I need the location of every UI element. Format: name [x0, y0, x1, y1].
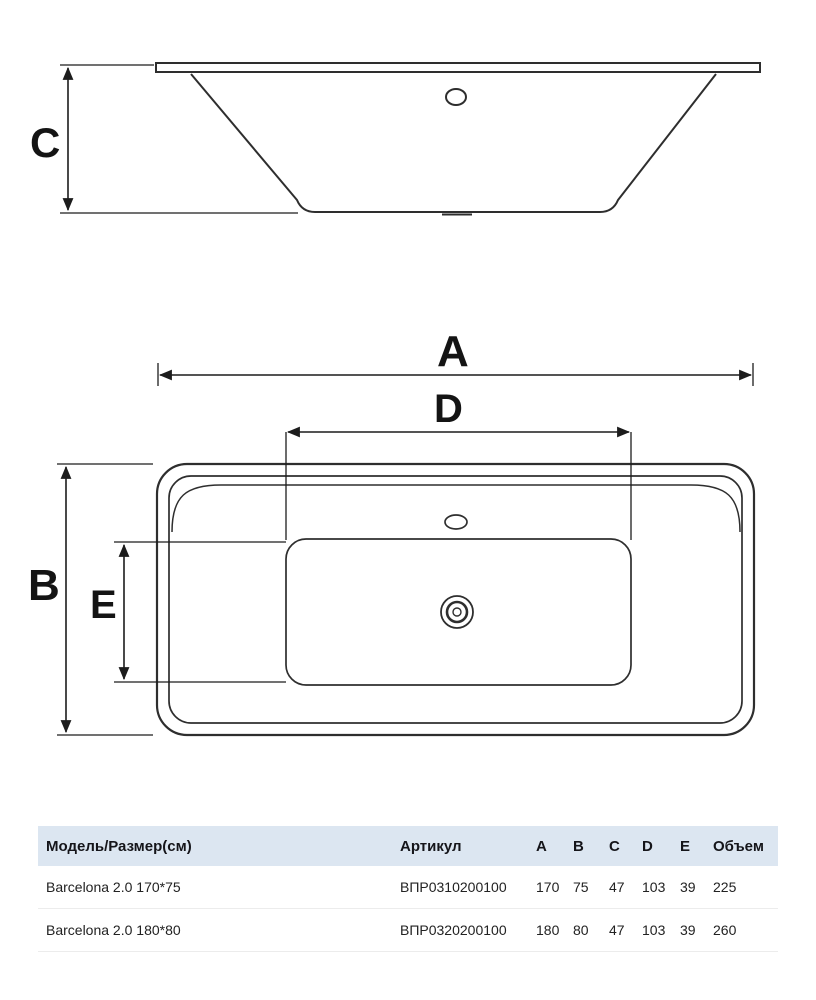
cell-b: 75 — [573, 879, 589, 895]
top-overflow-hole — [444, 514, 468, 530]
drain-center — [452, 607, 462, 617]
top-outer-edge — [155, 462, 756, 737]
cell-e: 39 — [680, 922, 696, 938]
cell-c: 47 — [609, 879, 625, 895]
cell-a: 170 — [536, 879, 560, 895]
side-overflow-hole — [445, 88, 467, 106]
dim-label-e: E — [90, 583, 117, 627]
dimension-e — [114, 541, 286, 683]
top-view — [155, 462, 756, 737]
col-header-c: С — [609, 837, 620, 855]
top-inner-rim — [168, 475, 743, 724]
cell-e: 39 — [680, 879, 696, 895]
dim-label-c: C — [30, 119, 60, 166]
col-header-volume: Объем — [713, 837, 764, 855]
cell-d: 103 — [642, 922, 666, 938]
table-row: Barcelona 2.0 180*80 ВПР0320200100 180 8… — [38, 909, 778, 952]
bathtub-technical-drawing: C A — [28, 62, 761, 737]
drain-middle — [445, 600, 469, 624]
side-view — [155, 62, 761, 216]
dim-label-b: B — [28, 561, 60, 610]
dim-label-a: A — [437, 327, 469, 376]
dimension-b — [57, 463, 153, 736]
side-rim — [155, 62, 761, 73]
cell-d: 103 — [642, 879, 666, 895]
top-basin — [285, 538, 632, 686]
dimension-a — [157, 363, 754, 386]
dimension-c — [60, 64, 298, 214]
top-rim-curve — [171, 484, 741, 533]
dimension-d — [285, 426, 632, 540]
cell-artikul: ВПР0320200100 — [400, 922, 507, 938]
col-header-e: Е — [680, 837, 691, 855]
table-row: Barcelona 2.0 170*75 ВПР0310200100 170 7… — [38, 866, 778, 909]
col-header-d: D — [642, 837, 653, 855]
col-header-a: А — [536, 837, 547, 855]
cell-a: 180 — [536, 922, 560, 938]
cell-c: 47 — [609, 922, 625, 938]
side-tub-outline — [190, 73, 717, 213]
spec-table-header: Модель/Размер(см) Артикул А В С D Е Объе… — [38, 826, 778, 866]
col-header-b: В — [573, 837, 584, 855]
cell-model: Barcelona 2.0 180*80 — [46, 922, 181, 938]
dim-label-d: D — [434, 387, 463, 431]
spec-table: Модель/Размер(см) Артикул А В С D Е Объе… — [38, 826, 778, 952]
cell-volume: 260 — [713, 922, 737, 938]
cell-b: 80 — [573, 922, 589, 938]
drain-outer — [440, 595, 474, 629]
col-header-artikul: Артикул — [400, 837, 462, 855]
cell-artikul: ВПР0310200100 — [400, 879, 507, 895]
cell-volume: 225 — [713, 879, 737, 895]
col-header-model: Модель/Размер(см) — [46, 837, 192, 855]
cell-model: Barcelona 2.0 170*75 — [46, 879, 181, 895]
